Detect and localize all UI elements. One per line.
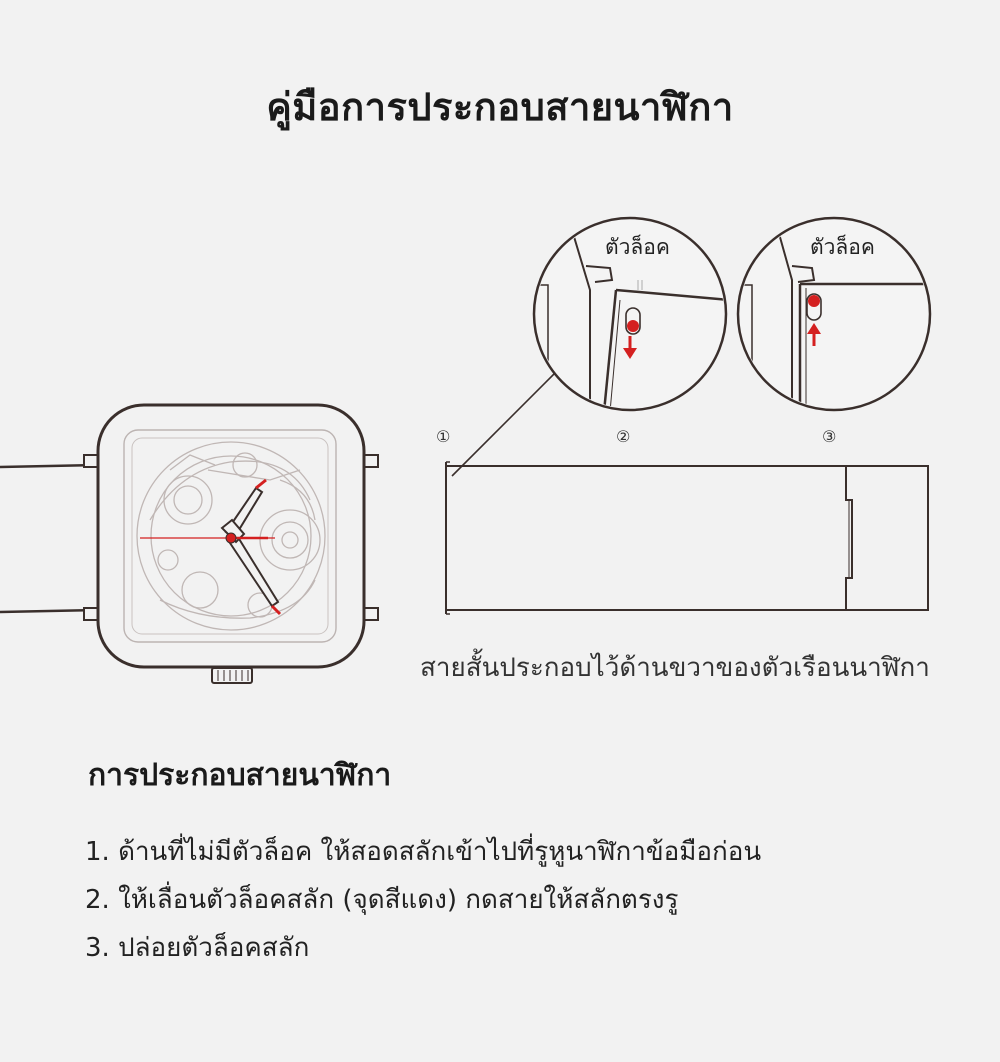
- step-marker-3: ③: [822, 427, 836, 446]
- magnifier-step-2: ตัวล็อค: [532, 216, 728, 412]
- watch-illustration: [0, 403, 379, 684]
- instruction-list: 1. ด้านที่ไม่มีตัวล็อค ให้สอดสลักเข้าไปท…: [85, 828, 761, 972]
- strap-caption: สายสั้นประกอบไว้ด้านขวาของตัวเรือนนาฬิกา: [420, 653, 930, 683]
- step-marker-1: ①: [436, 427, 450, 446]
- lock-label-step-2: ตัวล็อค: [605, 233, 670, 259]
- red-arrow-up-icon: [807, 323, 821, 346]
- magnifier-step-3: ตัวล็อค: [736, 216, 932, 412]
- red-arrow-down-icon: [623, 336, 637, 359]
- short-strap-illustration: [445, 461, 929, 615]
- instruction-step-2: 2. ให้เลื่อนตัวล็อคสลัก (จุดสีแดง) กดสาย…: [85, 885, 679, 915]
- instruction-step-1: 1. ด้านที่ไม่มีตัวล็อค ให้สอดสลักเข้าไปท…: [85, 837, 762, 867]
- leader-line: [451, 371, 557, 477]
- section-heading: การประกอบสายนาฬิกา: [88, 758, 392, 793]
- page-title: คู่มือการประกอบสายนาฬิกา: [266, 85, 734, 129]
- step-marker-2: ②: [616, 427, 630, 446]
- lock-label-step-3: ตัวล็อค: [810, 233, 875, 259]
- instruction-step-3: 3. ปล่อยตัวล็อคสลัก: [85, 933, 310, 963]
